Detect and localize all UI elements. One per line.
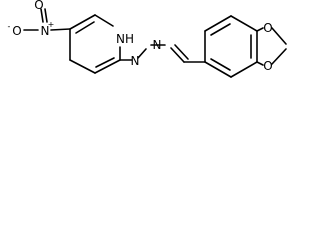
atom-label-oxygen: O (263, 59, 272, 73)
bond (44, 8, 48, 23)
chemical-structure: O N + O - NH N N O O (8, 0, 287, 78)
bond (69, 14, 96, 30)
atom-label-oxygen: O (34, 0, 43, 12)
bond (174, 44, 189, 60)
bond (256, 27, 264, 32)
bond (69, 59, 96, 74)
bond (230, 61, 258, 78)
bond (95, 57, 115, 68)
bond (94, 59, 121, 74)
hydrazone-linker (119, 44, 206, 63)
atom-label-nitrogen: N (153, 38, 162, 52)
bond (94, 14, 114, 27)
pyridine-ring (69, 14, 121, 74)
bond (256, 61, 264, 66)
bond (40, 8, 44, 23)
bond (50, 28, 71, 31)
bond (204, 15, 232, 32)
charge-minus: - (8, 22, 11, 31)
atom-label-nitrogen: N (131, 54, 140, 68)
bond (210, 23, 231, 36)
nitro-group (23, 8, 71, 31)
charge-plus: + (48, 20, 55, 29)
benzene-ring (204, 15, 258, 78)
atom-label-nh: NH (116, 32, 134, 46)
bond (271, 27, 287, 45)
bond (271, 48, 287, 65)
dioxole-ring (256, 27, 287, 66)
bond (75, 21, 95, 34)
bond (230, 15, 258, 32)
atom-label-oxygen: O (263, 21, 272, 35)
bond (170, 47, 185, 63)
bond (210, 58, 231, 71)
bond (204, 61, 232, 78)
atom-label-nitrogen: N (41, 24, 50, 38)
atom-label-oxygen: O (12, 24, 21, 38)
bond (137, 48, 147, 59)
